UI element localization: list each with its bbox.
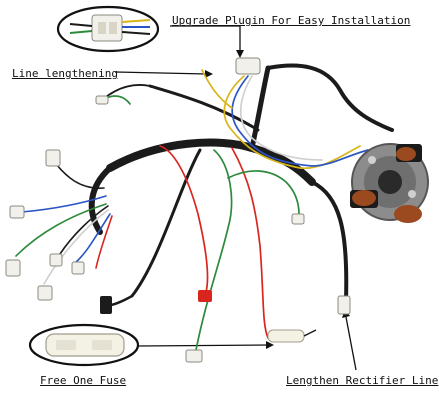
left-branch-wires [15,163,113,285]
bottom-connector [185,349,203,363]
line-lengthening-label: Line lengthening [12,67,118,80]
left-small-connector [71,261,85,275]
pointer-lines [114,25,357,371]
stator-plate [350,143,429,223]
left-bottom-connector-2 [37,285,53,301]
rectifier-connector [337,295,351,315]
fuse-callout-oval [28,323,140,367]
black-plug [100,296,112,314]
fuse-closeup [45,333,125,357]
plugin-callout-oval [56,5,160,53]
plugin-closeup [69,14,151,42]
colored-wires [105,69,369,351]
left-bottom-connector-1 [5,259,21,277]
left-mid-connector [49,253,63,267]
green-wire-connector [291,213,305,225]
inline-fuse-holder [267,329,317,343]
left-top-connector [45,149,61,167]
free-fuse-label: Free One Fuse [40,374,127,387]
white-connectors [5,57,351,363]
main-plug-connector [235,57,261,75]
red-plug [198,290,212,302]
lengthen-rectifier-label: Lengthen Rectifier Line [286,374,439,387]
left-side-connector [9,205,25,219]
arrowheads [205,50,350,349]
upgrade-plugin-label: Upgrade Plugin For Easy Installation [172,14,411,27]
top-left-connector [95,95,109,105]
